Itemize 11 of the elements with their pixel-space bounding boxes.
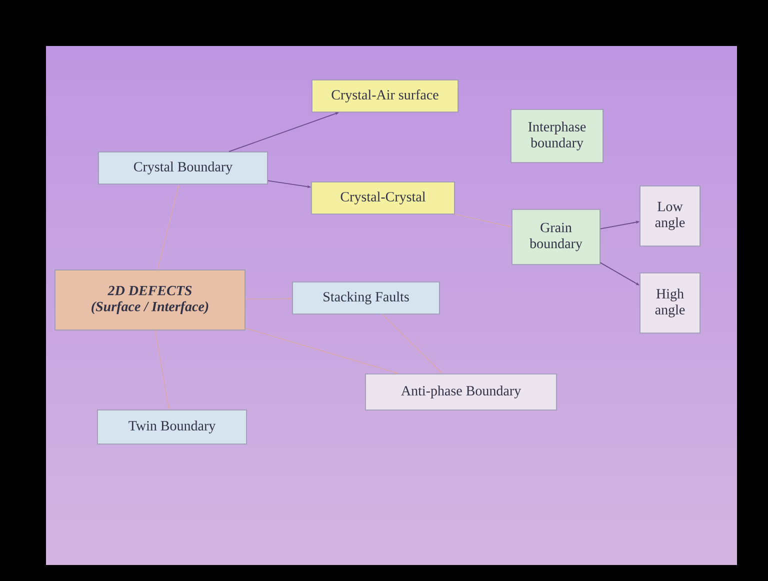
- defect-box: 2D DEFECTS (Surface / Interface): [54, 270, 246, 330]
- defect-box: High angle: [640, 272, 700, 334]
- defect-box: Crystal-Air surface: [312, 80, 458, 112]
- defect-box: Grain boundary: [512, 209, 600, 265]
- defect-box: Interphase boundary: [510, 109, 604, 163]
- defect-box: Stacking Faults: [292, 282, 440, 314]
- defect-box: Crystal Boundary: [98, 152, 268, 184]
- defect-box: Anti-phase Boundary: [365, 374, 557, 410]
- defect-box: Twin Boundary: [97, 410, 247, 444]
- defect-box: Low angle: [640, 186, 700, 246]
- defect-box: Crystal-Crystal: [311, 182, 455, 214]
